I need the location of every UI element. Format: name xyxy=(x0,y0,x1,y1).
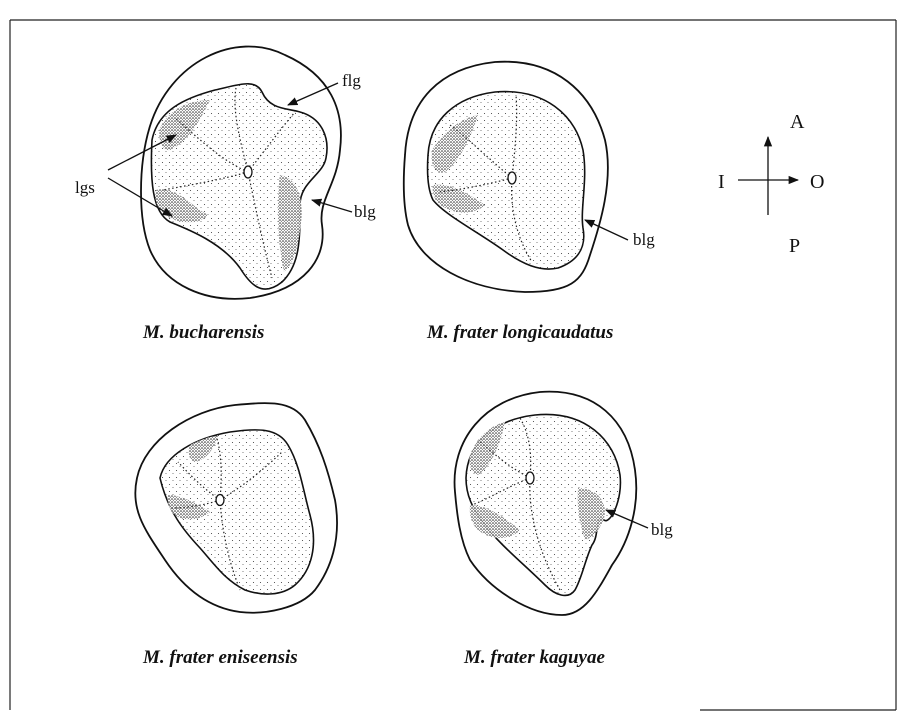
caption-bucharensis: M. bucharensis xyxy=(142,322,264,343)
caption-eniseensis: M. frater eniseensis xyxy=(142,647,298,668)
annotation-blg-3: blg xyxy=(606,510,673,539)
label-anterior: A xyxy=(790,111,805,133)
orientation-compass: A I O P xyxy=(718,111,824,257)
caption-kaguyae: M. frater kaguyae xyxy=(463,647,605,668)
label-blg-1: blg xyxy=(354,202,376,221)
specimen-eniseensis xyxy=(135,403,337,613)
specimen-longicaudatus xyxy=(404,62,608,292)
label-flg: flg xyxy=(342,71,361,90)
specimen-kaguyae xyxy=(455,392,637,615)
label-inner: I xyxy=(718,171,725,193)
caption-longicaudatus: M. frater longicaudatus xyxy=(426,322,613,343)
label-blg-2: blg xyxy=(633,230,655,249)
label-outer: O xyxy=(810,171,824,193)
label-posterior: P xyxy=(789,235,800,257)
annotation-flg: flg xyxy=(288,71,361,105)
specimen-bucharensis xyxy=(141,46,341,298)
label-blg-3: blg xyxy=(651,520,673,539)
label-lgs: lgs xyxy=(75,178,95,197)
